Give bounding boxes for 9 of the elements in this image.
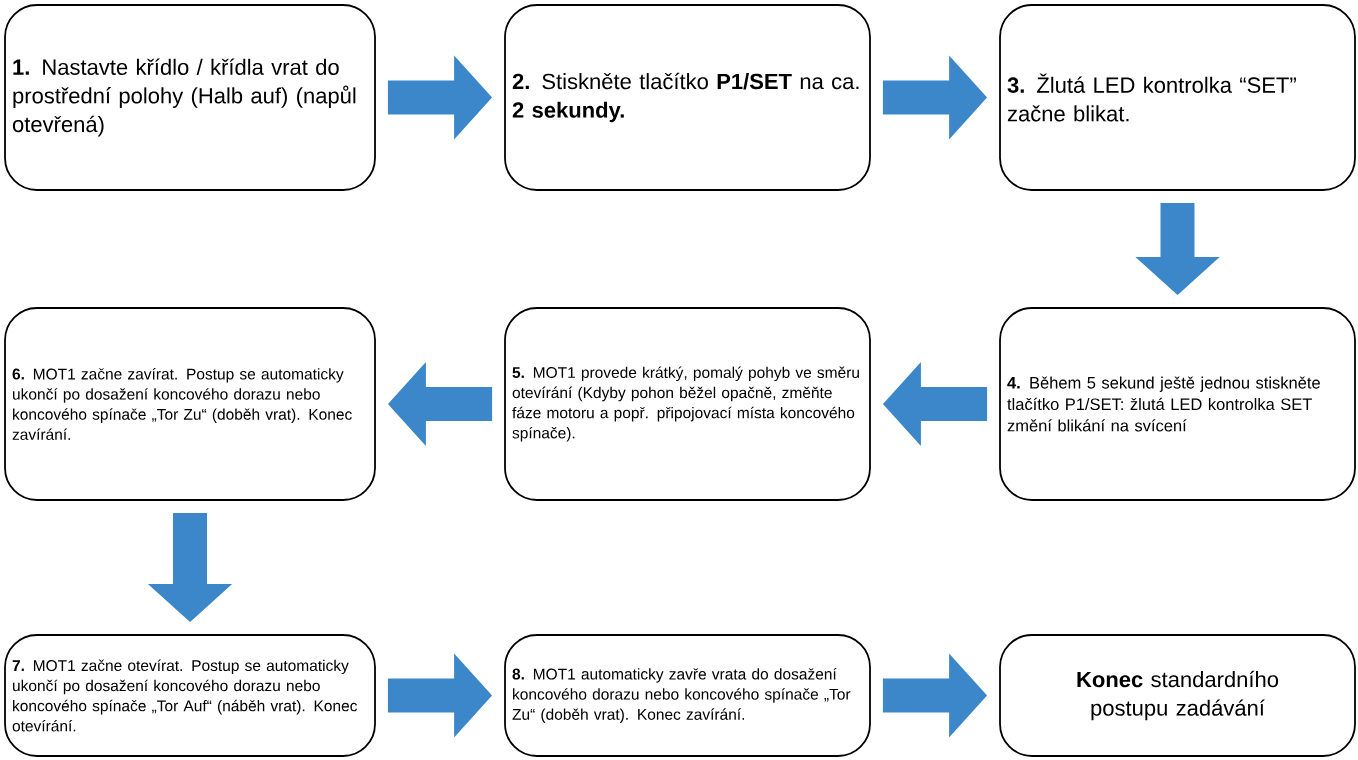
step-box: 5. MOT1 provede krátký, pomalý pohyb ve směru otevírání (Kdyby pohon běžel opačně, změňte fáze motoru a popř. připojovací místa koncového spínače). xyxy=(504,307,871,501)
step-box: 6. MOT1 začne zavírat. Postup se automaticky ukončí po dosažení koncového dorazu nebo koncového spínače „Tor Zu“ (doběh vrat). Konec zavírání. xyxy=(4,307,376,501)
step-box: 1. Nastavte křídlo / křídla vrat do prostřední polohy (Halb auf) (napůl otevřená) xyxy=(4,4,376,191)
step-box: 2. Stiskněte tlačítko P1/SET na ca. 2 sekundy. xyxy=(504,4,871,191)
step-box: 4. Během 5 sekund ještě jednou stiskněte tlačítko P1/SET: žlutá LED kontrolka SET změní blikání na svícení xyxy=(999,307,1356,501)
step-box: 8. MOT1 automaticky zavře vrata do dosažení koncového dorazu nebo koncového spínače „Tor Zu“ (doběh vrat). Konec zavírání. xyxy=(504,634,871,757)
step-box: 7. MOT1 začne otevírat. Postup se automaticky ukončí po dosažení koncového dorazu nebo koncového spínače „Tor Auf“ (náběh vrat). Konec otevírání. xyxy=(4,634,376,757)
step-box: 3. Žlutá LED kontrolka “SET” začne blikat. xyxy=(999,4,1356,191)
step-box: Konec standardního postupu zadávání xyxy=(999,634,1356,757)
